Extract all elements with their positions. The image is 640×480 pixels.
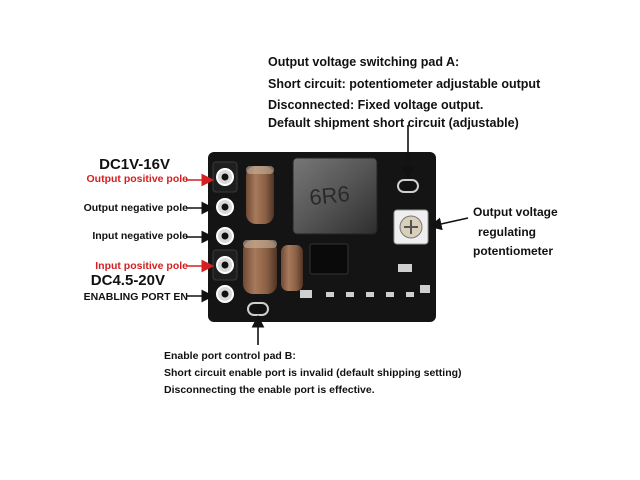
input-negative-label: Input negative pole [92, 230, 188, 242]
potentiometer [393, 209, 429, 245]
terminal-input-negative [216, 227, 234, 245]
pot-label-line-3: potentiometer [473, 244, 554, 258]
pad-a-line-2: Disconnected: Fixed voltage output. [268, 98, 484, 112]
terminal-enable [216, 285, 234, 303]
pad-a-line-1: Short circuit: potentiometer adjustable … [268, 77, 541, 91]
terminal-output-negative [216, 198, 234, 216]
capacitor-output [246, 166, 274, 224]
capacitor-input [243, 240, 277, 294]
pot-label-line-1: Output voltage [473, 205, 558, 219]
enable-port-label: ENABLING PORT EN [83, 291, 188, 303]
arrows [186, 125, 469, 345]
pad-a-title: Output voltage switching pad A: [268, 55, 460, 69]
output-positive-label: Output positive pole [86, 173, 189, 185]
inductor: 6R6 [292, 157, 378, 235]
pad-b-line-2: Disconnecting the enable port is effecti… [164, 384, 375, 396]
input-positive-label: Input positive pole [95, 260, 188, 272]
pad-a-line-3: Default shipment short circuit (adjustab… [268, 116, 519, 130]
output-voltage-range: DC1V-16V [99, 156, 170, 173]
terminal-input-positive [212, 249, 238, 281]
inductor-marking: 6R6 [308, 181, 351, 210]
terminal-pads [212, 161, 238, 303]
ic-chip [309, 243, 349, 275]
pot-label-line-2: regulating [478, 225, 537, 239]
pad-b [247, 302, 269, 316]
pad-a [397, 179, 419, 193]
pad-b-title: Enable port control pad B: [164, 350, 296, 362]
input-voltage-range: DC4.5-20V [90, 272, 165, 289]
terminal-output-positive [212, 161, 238, 193]
output-negative-label: Output negative pole [83, 202, 188, 214]
smd-components [300, 264, 430, 298]
capacitor-small [281, 245, 303, 291]
pad-b-line-1: Short circuit enable port is invalid (de… [164, 367, 462, 379]
